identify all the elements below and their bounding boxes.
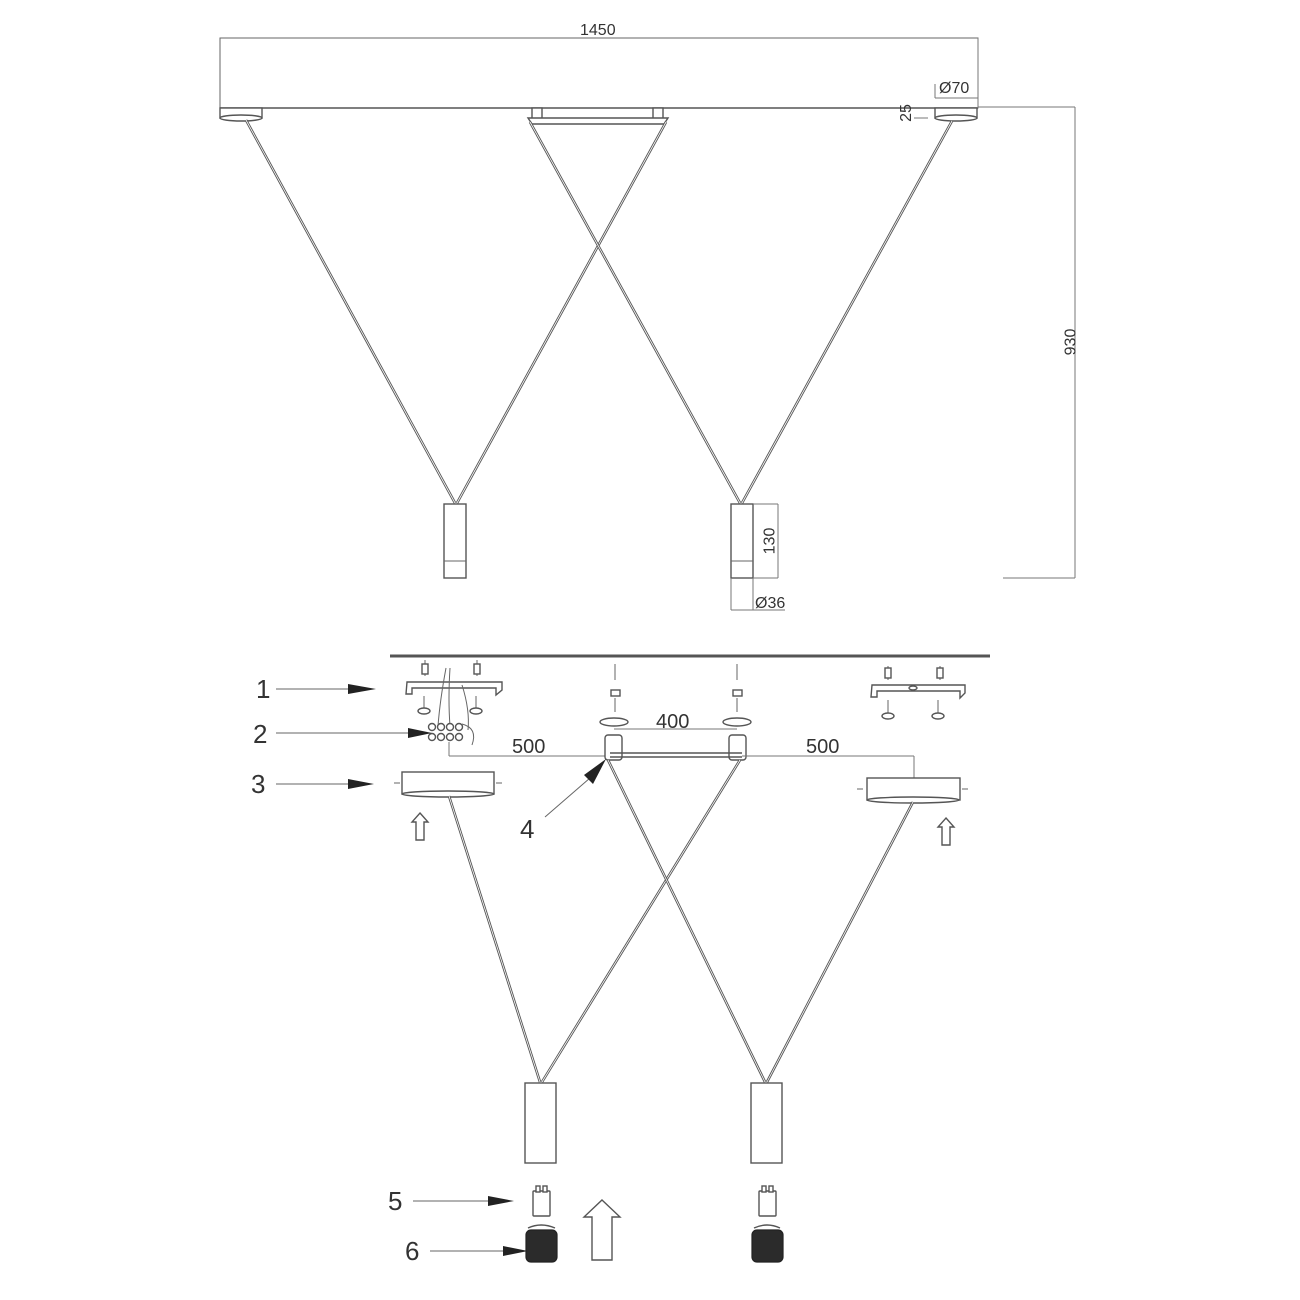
elevation-view [219, 37, 1076, 611]
center-bar-canopy [526, 107, 670, 125]
shade-height-label: 130 [761, 527, 779, 555]
install-direction-arrow-icon [582, 1199, 622, 1261]
callout-2: 2 [253, 719, 268, 749]
terminal-block [427, 722, 475, 746]
height-dimension [978, 106, 1076, 579]
callout-5: 5 [388, 1186, 403, 1216]
cables-assembly [447, 759, 915, 1083]
shade-dimensions [730, 503, 785, 611]
callout-4: 4 [520, 814, 535, 844]
callout-6: 6 [405, 1236, 420, 1266]
cables-elevation [244, 119, 954, 504]
shade-diameter-label: Ø36 [755, 595, 786, 612]
left-canopy-disk [394, 771, 502, 798]
center-spacing-label: 400 [656, 711, 690, 733]
left-bulb [532, 1185, 551, 1217]
width-dimension-frame [219, 37, 979, 109]
right-bulb [758, 1185, 777, 1217]
callout-1: 1 [256, 674, 271, 704]
right-shade [730, 503, 754, 579]
overall-width-label: 1450 [580, 22, 616, 39]
up-arrow-icon [410, 811, 430, 841]
right-assembly-shade [750, 1082, 783, 1164]
canopy-height-label: 25 [897, 104, 915, 122]
canopy-diameter-label: Ø70 [939, 80, 970, 97]
left-assembly-shade [524, 1082, 557, 1164]
canopy-dimensions [914, 38, 979, 119]
up-arrow-icon [936, 816, 956, 846]
total-height-label: 930 [1062, 328, 1080, 356]
callout-3: 3 [251, 769, 266, 799]
left-shade [443, 503, 467, 579]
center-cable-holders [599, 664, 752, 761]
right-mounting-bracket [870, 666, 966, 720]
left-canopy [219, 107, 263, 122]
left-end-cap [525, 1224, 558, 1263]
assembly-view [276, 654, 990, 1263]
callout-arrows [276, 684, 606, 1256]
left-mounting-bracket [405, 660, 503, 731]
right-offset-label: 500 [806, 736, 840, 758]
left-offset-label: 500 [512, 736, 546, 758]
right-canopy [934, 107, 978, 122]
right-canopy-disk [857, 777, 968, 804]
right-end-cap [751, 1224, 784, 1263]
